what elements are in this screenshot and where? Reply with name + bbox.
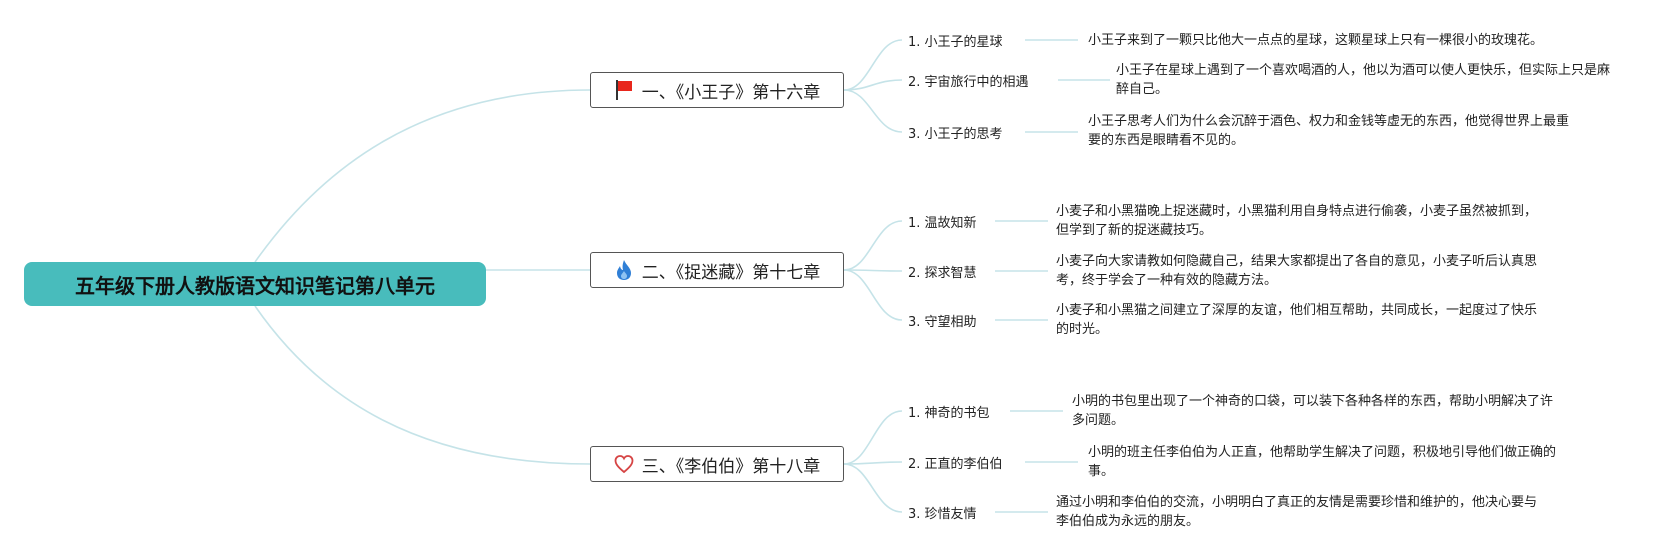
subtopic-3-3[interactable]: 3. 珍惜友情 — [908, 507, 977, 522]
description-3-3: 通过小明和李伯伯的交流，小明明白了真正的友情是需要珍惜和维护的，他决心要与李伯伯… — [1056, 495, 1538, 529]
subtopic-1-3[interactable]: 3. 小王子的思考 — [908, 127, 1003, 142]
heart-outline-icon — [614, 453, 634, 475]
description-2-1: 小麦子和小黑猫晚上捉迷藏时，小黑猫利用自身特点进行偷袭，小麦子虽然被抓到，但学到… — [1056, 204, 1538, 238]
subtopic-3-2[interactable]: 2. 正直的李伯伯 — [908, 457, 1003, 472]
description-3-2: 小明的班主任李伯伯为人正直，他帮助学生解决了问题，积极地引导他们做正确的事。 — [1088, 445, 1557, 479]
subtopic-1-1[interactable]: 1. 小王子的星球 — [908, 35, 1003, 50]
red-flag-icon — [614, 79, 634, 101]
root-topic[interactable]: 五年级下册人教版语文知识笔记第八单元 — [24, 262, 486, 306]
subtopic-1-2[interactable]: 2. 宇宙旅行中的相遇 — [908, 75, 1029, 90]
description-1-2: 小王子在星球上遇到了一个喜欢喝酒的人，他以为酒可以使人更快乐，但实际上只是麻醉自… — [1116, 63, 1611, 97]
branch-1-topic[interactable]: 一、《小王子》第十六章 — [590, 72, 844, 108]
description-2-3: 小麦子和小黑猫之间建立了深厚的友谊，他们相互帮助，共同成长，一起度过了快乐的时光… — [1056, 303, 1538, 337]
subtopic-2-1[interactable]: 1. 温故知新 — [908, 216, 977, 231]
subtopic-2-2[interactable]: 2. 探求智慧 — [908, 266, 977, 281]
branch-3-label: 三、《李伯伯》第十八章 — [641, 456, 821, 477]
subtopic-3-1[interactable]: 1. 神奇的书包 — [908, 406, 990, 421]
root-title: 五年级下册人教版语文知识笔记第八单元 — [75, 273, 435, 298]
description-3-1: 小明的书包里出现了一个神奇的口袋，可以装下各种各样的东西，帮助小明解决了许多问题… — [1072, 394, 1554, 428]
branch-2-label: 二、《捉迷藏》第十七章 — [641, 262, 821, 283]
description-1-3: 小王子思考人们为什么会沉醉于酒色、权力和金钱等虚无的东西，他觉得世界上最重要的东… — [1088, 114, 1570, 148]
subtopic-2-3[interactable]: 3. 守望相助 — [908, 315, 977, 330]
blue-flame-icon — [614, 259, 634, 281]
description-2-2: 小麦子向大家请教如何隐藏自己，结果大家都提出了各自的意见，小麦子听后认真思考，终… — [1056, 254, 1538, 288]
branch-1-label: 一、《小王子》第十六章 — [641, 82, 821, 103]
branch-2-topic[interactable]: 二、《捉迷藏》第十七章 — [590, 252, 844, 288]
description-1-1: 小王子来到了一颗只比他大一点点的星球，这颗星球上只有一棵很小的玫瑰花。 — [1088, 33, 1544, 48]
branch-3-topic[interactable]: 三、《李伯伯》第十八章 — [590, 446, 844, 482]
